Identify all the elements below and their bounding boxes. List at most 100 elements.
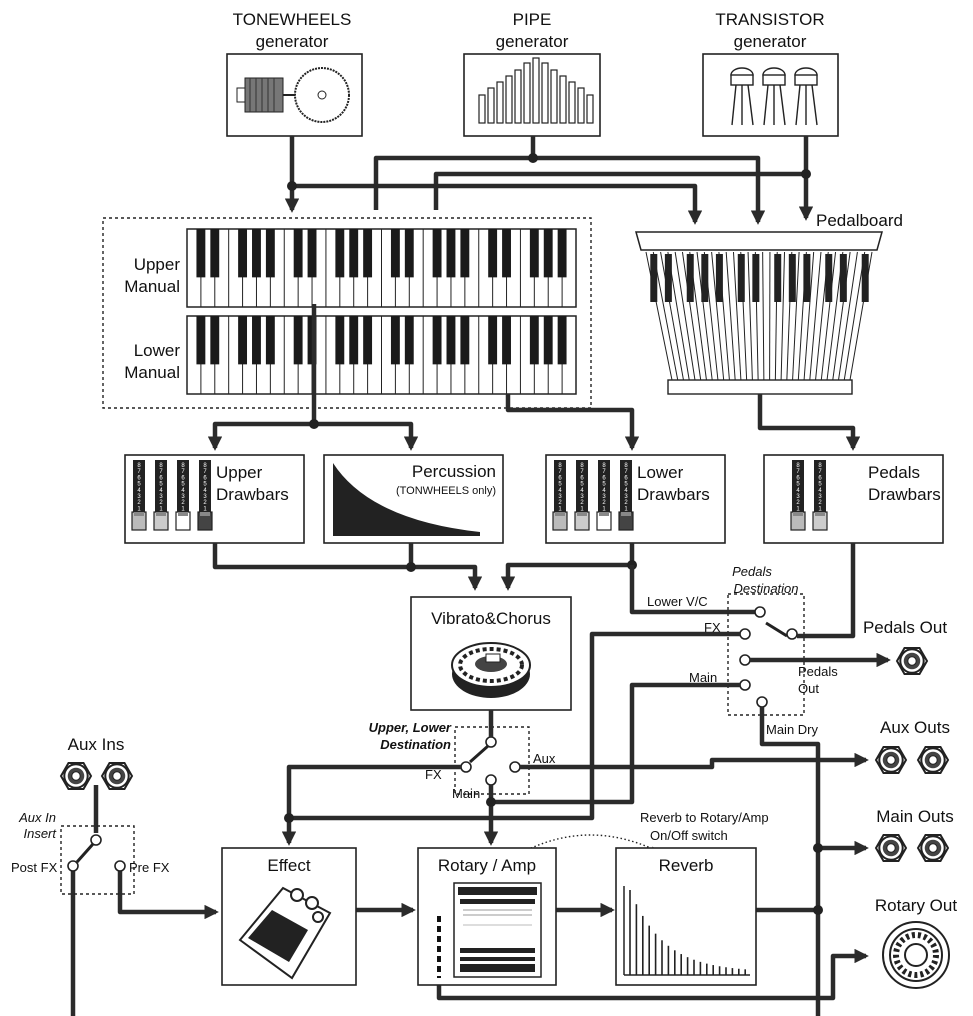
svg-text:2: 2 <box>181 500 185 506</box>
ul-destination-sublabel: Destination <box>380 737 451 752</box>
aux-outs: Aux Outs <box>874 718 950 774</box>
ul-main-label: Main <box>452 786 480 801</box>
svg-text:2: 2 <box>203 500 207 506</box>
svg-text:4: 4 <box>818 488 822 494</box>
svg-text:2: 2 <box>796 500 800 506</box>
aux-outs-label: Aux Outs <box>880 718 950 737</box>
drawbar-wiring <box>212 543 760 615</box>
svg-text:7: 7 <box>181 469 185 475</box>
svg-text:7: 7 <box>580 469 584 475</box>
reverb-box: Reverb Reverb to Rotary/Amp On/Off switc… <box>615 810 769 986</box>
svg-text:8: 8 <box>624 463 628 469</box>
ul-aux-label: Aux <box>533 751 556 766</box>
svg-text:5: 5 <box>181 482 185 488</box>
pedals-drawbars-label: Pedals <box>868 463 920 482</box>
svg-text:8: 8 <box>796 463 800 469</box>
svg-text:2: 2 <box>818 500 822 506</box>
scanner-icon <box>451 642 531 698</box>
pedal-keys <box>645 251 873 381</box>
svg-text:6: 6 <box>624 475 628 481</box>
main-out-jack-icon <box>874 834 908 862</box>
pedals-fx-label: FX <box>704 620 721 635</box>
effect-label: Effect <box>267 856 310 875</box>
svg-text:6: 6 <box>818 475 822 481</box>
svg-text:5: 5 <box>796 482 800 488</box>
ul-destination-label: Upper, Lower <box>369 720 452 735</box>
main-out-jack-icon <box>916 834 950 862</box>
rotary-out: Rotary Out <box>875 896 957 989</box>
lower-drawbars-label: Lower <box>637 463 684 482</box>
svg-text:3: 3 <box>203 494 207 500</box>
svg-text:1: 1 <box>159 506 163 512</box>
svg-text:7: 7 <box>558 469 562 475</box>
upper-drawbars-label: Upper <box>216 463 263 482</box>
svg-text:8: 8 <box>137 463 141 469</box>
pedals-drawbars-sublabel: Drawbars <box>868 485 941 504</box>
ul-fx-label: FX <box>425 767 442 782</box>
generator-wiring <box>284 136 814 225</box>
vibrato-chorus-box: Vibrato&Chorus <box>410 596 572 711</box>
pedalboard-label: Pedalboard <box>816 211 903 230</box>
reverb-switch-link <box>522 834 656 854</box>
svg-text:2: 2 <box>137 500 141 506</box>
pedals-out-port-sublabel: Out <box>798 681 819 696</box>
aux-ins-label: Aux Ins <box>68 735 125 754</box>
reverb-note-sublabel: On/Off switch <box>650 828 728 843</box>
svg-text:1: 1 <box>796 506 800 512</box>
tonewheel-icon <box>236 67 350 123</box>
svg-text:4: 4 <box>159 488 163 494</box>
reverb-note-label: Reverb to Rotary/Amp <box>640 810 769 825</box>
post-fx-label: Post FX <box>11 860 58 875</box>
tonewheels-label: TONEWHEELS <box>233 10 352 29</box>
organ-pipes-icon <box>478 57 594 124</box>
svg-text:8: 8 <box>558 463 562 469</box>
svg-text:3: 3 <box>137 494 141 500</box>
pipe-generator: PIPE generator <box>463 10 601 137</box>
lower-vc-label: Lower V/C <box>647 594 708 609</box>
svg-text:3: 3 <box>818 494 822 500</box>
aux-out-jack-icon <box>916 746 950 774</box>
svg-text:2: 2 <box>624 500 628 506</box>
svg-text:5: 5 <box>159 482 163 488</box>
rotary-speaker-icon <box>453 882 542 978</box>
svg-text:7: 7 <box>137 469 141 475</box>
svg-text:2: 2 <box>602 500 606 506</box>
svg-text:1: 1 <box>181 506 185 512</box>
lower-drawbars-sublabel: Drawbars <box>637 485 710 504</box>
upper-lower-destination-switch: Upper, Lower Destination FX Main Aux <box>369 720 556 801</box>
pedals-main-label: Main <box>689 670 717 685</box>
svg-text:8: 8 <box>181 463 185 469</box>
transistor-generator: TRANSISTOR generator <box>702 10 839 137</box>
tonewheels-sublabel: generator <box>256 32 329 51</box>
pedals-out-jack-icon <box>895 647 929 675</box>
manual-wiring <box>207 304 861 451</box>
svg-text:1: 1 <box>558 506 562 512</box>
lower-manual-label: Lower <box>134 341 181 360</box>
svg-text:3: 3 <box>602 494 606 500</box>
svg-text:6: 6 <box>137 475 141 481</box>
pedals-destination-sublabel: Destination <box>733 581 798 596</box>
svg-text:6: 6 <box>558 475 562 481</box>
svg-text:4: 4 <box>796 488 800 494</box>
rotary-out-label: Rotary Out <box>875 896 957 915</box>
main-dry-label: Main Dry <box>766 722 819 737</box>
svg-text:5: 5 <box>624 482 628 488</box>
manuals-group: Upper Manual Lower Manual <box>102 217 592 409</box>
pipe-sublabel: generator <box>496 32 569 51</box>
pedals-destination-label: Pedals <box>732 564 772 579</box>
output-wiring <box>70 543 891 1016</box>
pipe-label: PIPE <box>513 10 552 29</box>
reverb-decay-icon <box>623 886 750 976</box>
svg-text:7: 7 <box>818 469 822 475</box>
transistor-icon <box>730 67 818 126</box>
svg-text:1: 1 <box>137 506 141 512</box>
svg-text:3: 3 <box>181 494 185 500</box>
aux-out-jack-icon <box>874 746 908 774</box>
svg-text:5: 5 <box>558 482 562 488</box>
svg-text:4: 4 <box>558 488 562 494</box>
